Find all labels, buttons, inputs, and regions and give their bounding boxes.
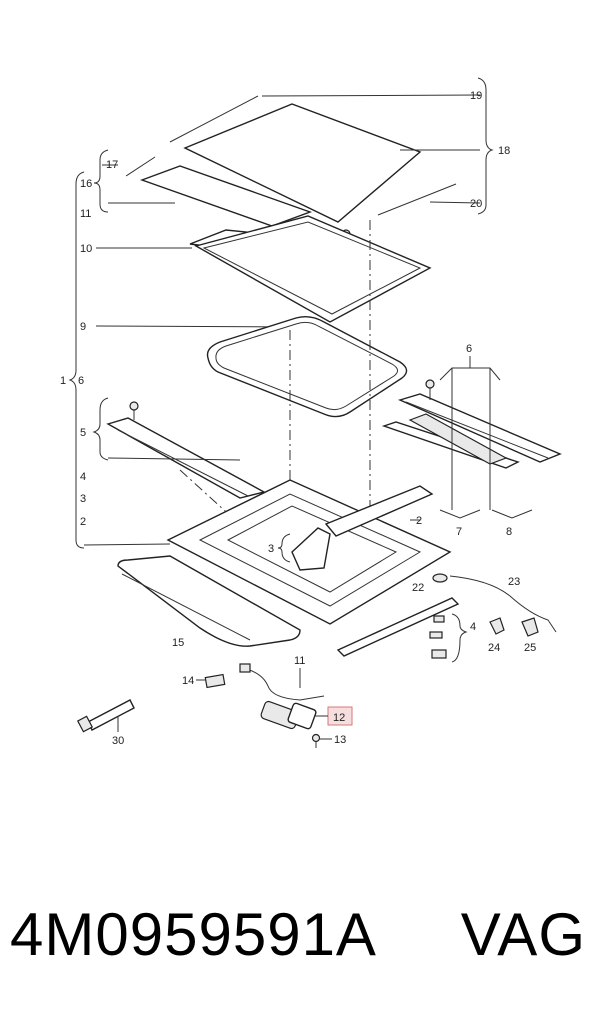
callout-8[interactable]: 8 <box>506 526 512 538</box>
callout-18[interactable]: 18 <box>498 145 510 157</box>
callout-19[interactable]: 19 <box>470 90 482 102</box>
footer: 4M0959591A VAG <box>0 890 600 980</box>
brand-label: VAG <box>460 901 586 968</box>
callout-6a[interactable]: 6 <box>78 375 84 387</box>
part-24 <box>489 617 505 635</box>
callout-17[interactable]: 17 <box>106 159 118 171</box>
seal <box>206 315 408 418</box>
callout-3b[interactable]: 3 <box>268 543 274 555</box>
sunroof-motor <box>260 700 317 730</box>
callout-24[interactable]: 24 <box>488 642 500 654</box>
glass-panel <box>169 95 457 223</box>
left-guide-rail <box>106 401 266 499</box>
front-trim-panel <box>117 555 301 647</box>
callout-23[interactable]: 23 <box>508 576 520 588</box>
callout-13[interactable]: 13 <box>334 734 346 746</box>
callout-10[interactable]: 10 <box>80 243 92 255</box>
screw-13 <box>311 733 321 748</box>
harness <box>204 663 325 701</box>
frame-outer <box>194 215 432 323</box>
callout-2a[interactable]: 2 <box>80 516 86 528</box>
part-number: 4M0959591A <box>10 901 377 968</box>
callout-7[interactable]: 7 <box>456 526 462 538</box>
callout-14[interactable]: 14 <box>182 675 194 687</box>
callout-9[interactable]: 9 <box>80 321 86 333</box>
callout-4a[interactable]: 4 <box>80 471 86 483</box>
bracket-3 <box>291 527 331 571</box>
callout-6b[interactable]: 6 <box>466 343 472 355</box>
deflector <box>125 156 313 227</box>
callout-22[interactable]: 22 <box>412 582 424 594</box>
part-25 <box>521 617 539 637</box>
callout-12[interactable]: 12 <box>333 712 345 724</box>
sunroof-exploded-diagram: 19 18 20 17 16 11 21 10 9 1 6 <box>60 77 562 748</box>
callout-3a[interactable]: 3 <box>80 493 86 505</box>
callout-2b[interactable]: 2 <box>416 515 422 527</box>
callout-25[interactable]: 25 <box>524 642 536 654</box>
callout-4b[interactable]: 4 <box>470 621 476 633</box>
callout-11a[interactable]: 11 <box>80 208 91 220</box>
callout-15[interactable]: 15 <box>172 637 184 649</box>
clips-4 <box>429 615 447 659</box>
drain-22 <box>432 573 448 583</box>
grease-tube <box>76 699 135 733</box>
callout-20[interactable]: 20 <box>470 198 482 210</box>
callout-11b[interactable]: 11 <box>294 655 305 667</box>
right-guide-rails <box>381 379 562 469</box>
callout-30[interactable]: 30 <box>112 735 124 747</box>
callout-1[interactable]: 1 <box>60 375 66 387</box>
callout-16[interactable]: 16 <box>80 178 92 190</box>
callout-5[interactable]: 5 <box>80 427 86 439</box>
